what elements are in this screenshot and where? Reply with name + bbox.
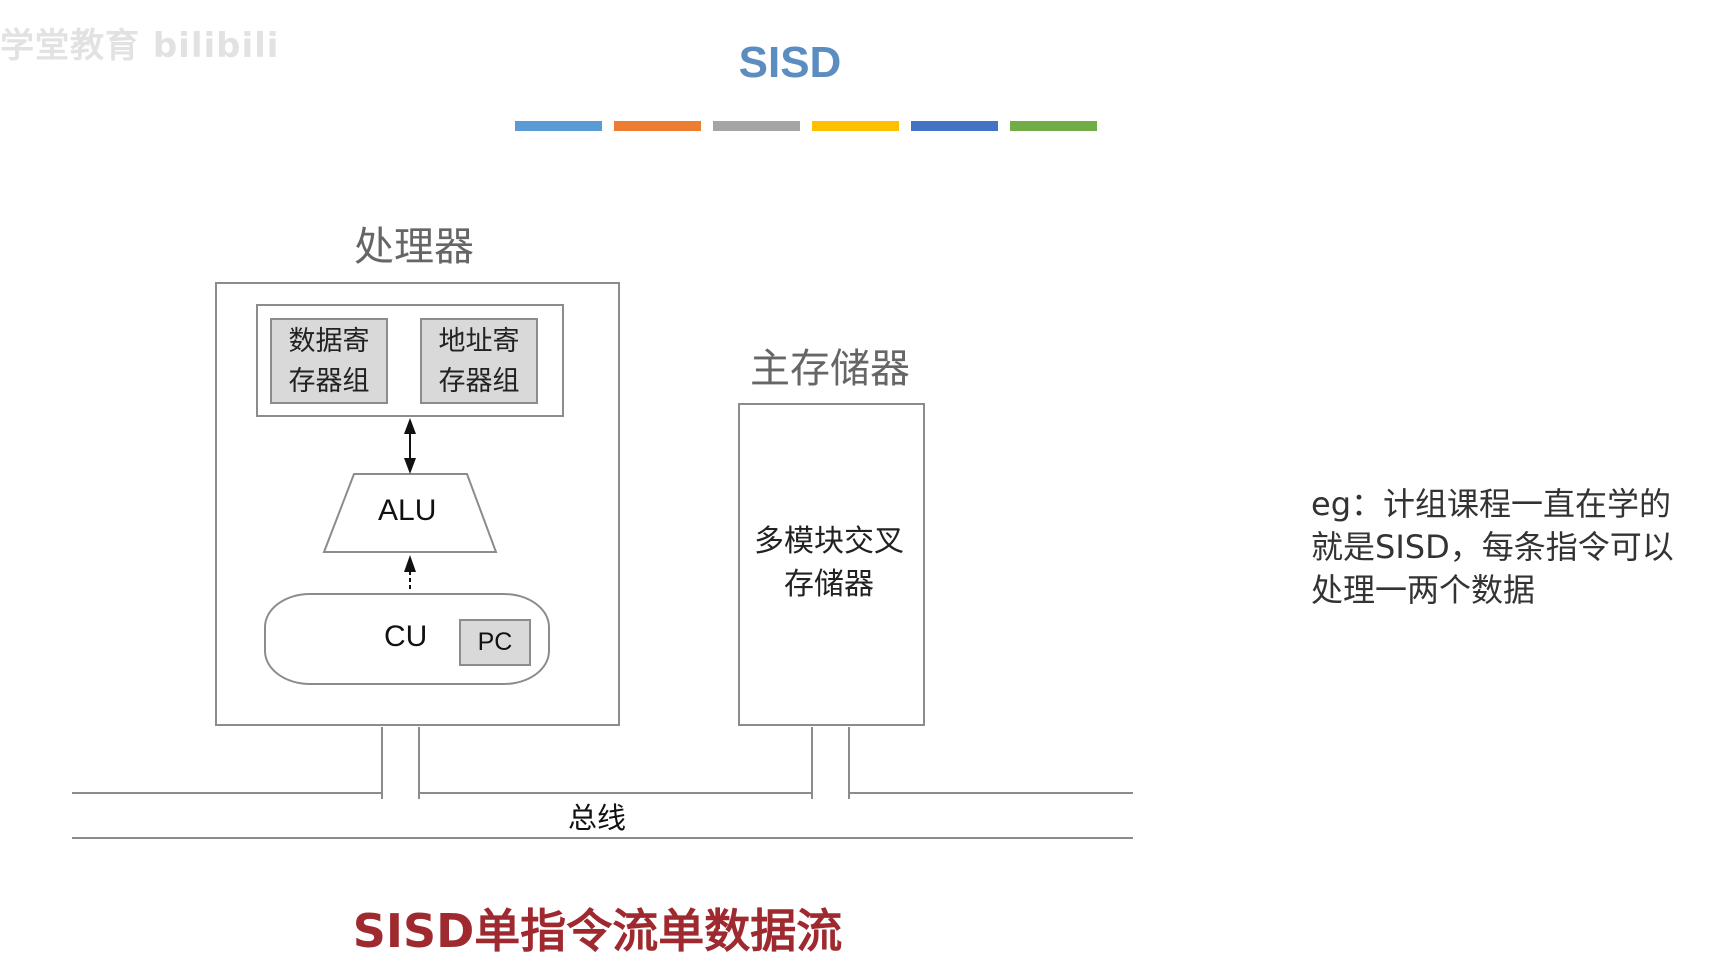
memory-label-line-2: 存储器 xyxy=(784,567,874,602)
color-bar-segment-2 xyxy=(614,121,701,131)
video-watermark: 学堂教育 bilibili xyxy=(0,26,280,66)
memory-box xyxy=(738,403,925,726)
cu-alu-arrow-head xyxy=(404,555,416,572)
address-register-group: 地址寄 存器组 xyxy=(420,318,538,404)
note-line-3: 处理一两个数据 xyxy=(1311,571,1536,609)
register-alu-arrow-up-head xyxy=(404,418,416,434)
note-line-2: 就是SISD，每条指令可以 xyxy=(1311,528,1674,566)
bottom-caption: SISD单指令流单数据流 xyxy=(352,904,843,958)
bus-label: 总线 xyxy=(568,801,627,835)
color-bar-segment-6 xyxy=(1010,121,1097,131)
data-register-group: 数据寄 存器组 xyxy=(270,318,388,404)
slide-title: SISD xyxy=(738,38,842,87)
cu-label: CU xyxy=(384,620,428,653)
example-note: eg：计组课程一直在学的 就是SISD，每条指令可以 处理一两个数据 xyxy=(1311,483,1723,612)
memory-label: 多模块交叉 存储器 xyxy=(737,520,921,606)
memory-label-line-1: 多模块交叉 xyxy=(754,524,904,559)
register-alu-arrow-down-head xyxy=(404,458,416,474)
address-register-line-2: 存器组 xyxy=(438,366,520,397)
alu-shape xyxy=(322,473,498,553)
pc-register: PC xyxy=(459,619,531,666)
data-register-line-1: 数据寄 xyxy=(288,326,370,357)
color-bar-segment-1 xyxy=(515,121,602,131)
note-line-1: eg：计组课程一直在学的 xyxy=(1311,485,1672,523)
color-bar-segment-5 xyxy=(911,121,998,131)
data-register-line-2: 存器组 xyxy=(288,366,370,397)
memory-heading: 主存储器 xyxy=(750,346,910,392)
color-bar-segment-3 xyxy=(713,121,800,131)
processor-heading: 处理器 xyxy=(354,224,474,270)
color-bar-segment-4 xyxy=(812,121,899,131)
address-register-line-1: 地址寄 xyxy=(438,326,520,357)
alu-label: ALU xyxy=(378,494,437,527)
